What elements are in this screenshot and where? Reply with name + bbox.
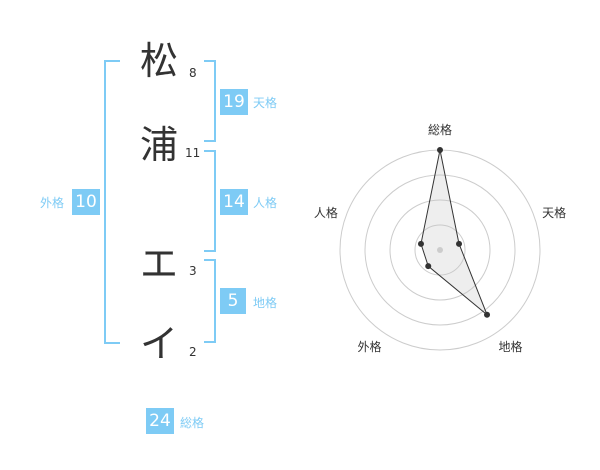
gaikaku-label: 外格 [40, 196, 65, 210]
radar-axis-label: 人格 [314, 205, 338, 220]
name-char-2: 浦 [140, 123, 179, 167]
tenkaku-bracket [204, 60, 216, 142]
name-char-1: 松 [140, 39, 179, 83]
stroke-count-3: 3 [189, 264, 197, 278]
tenkaku-value: 19 [220, 89, 248, 115]
gaikaku-value: 10 [72, 189, 100, 215]
radar-ring [414, 224, 466, 276]
name-char-3: エ [140, 242, 179, 286]
name-char-4: イ [140, 322, 179, 366]
stroke-count-4: 2 [189, 345, 197, 359]
tenkaku-label: 天格 [253, 96, 278, 110]
radar-axis-label: 外格 [357, 339, 381, 354]
chikaku-value: 5 [220, 288, 246, 314]
jinkaku-bracket [204, 150, 216, 252]
radar-point [425, 263, 432, 270]
chikaku-bracket [204, 259, 216, 343]
radar-polygon [420, 149, 488, 316]
radar-center [437, 247, 443, 253]
jinkaku-value: 14 [220, 189, 248, 215]
radar-axis-label: 総格 [428, 122, 452, 137]
soukaku-value: 24 [146, 408, 174, 434]
stroke-count-1: 8 [189, 66, 197, 80]
radar-ring [364, 174, 516, 326]
radar-point [417, 240, 424, 247]
radar-point [437, 147, 443, 153]
radar-axis-label: 天格 [542, 205, 566, 220]
radar-axis-label: 地格 [499, 339, 523, 354]
gaikaku-bracket [104, 60, 120, 344]
jinkaku-label: 人格 [253, 196, 278, 210]
radar-ring [389, 199, 491, 301]
stroke-count-2: 11 [185, 146, 201, 160]
radar-point [484, 311, 491, 318]
soukaku-label: 総格 [180, 416, 205, 430]
chikaku-label: 地格 [253, 296, 278, 310]
radar-point [456, 240, 463, 247]
